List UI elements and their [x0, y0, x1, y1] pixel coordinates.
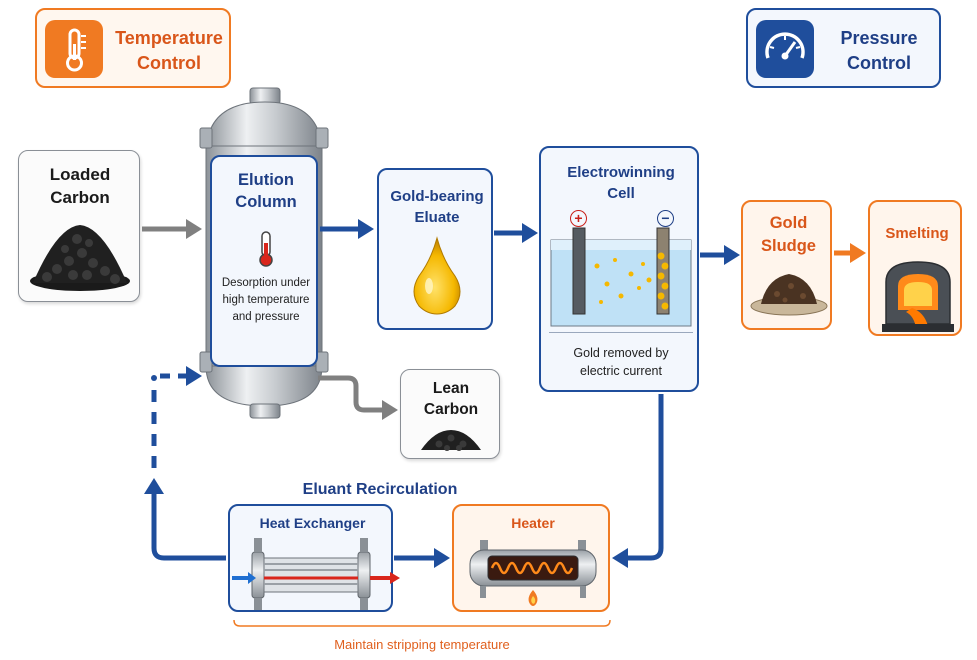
loaded-carbon-label-1: Loaded [49, 165, 111, 184]
electrowinning-desc-1: Gold removed by [573, 346, 669, 360]
elution-desc-3: and pressure [232, 311, 300, 323]
furnace-icon [882, 261, 954, 332]
recirculation-title: Eluant Recirculation [302, 481, 458, 498]
thermometer-icon [259, 231, 273, 267]
smelting-label: Smelting [885, 225, 949, 242]
loaded-carbon-box: Loaded Carbon [18, 150, 140, 302]
temperature-control-label-1: Temperature [115, 28, 223, 48]
arrow-eluate-to-cell [494, 223, 538, 243]
elution-column-label-2: Column [235, 193, 297, 211]
gold-eluate-box: Gold-bearing Eluate [377, 168, 493, 330]
lean-carbon-label-2: Carbon [423, 401, 479, 418]
plus-symbol: + [574, 210, 583, 226]
cathode-minus-icon: − [657, 210, 674, 227]
minus-symbol: − [661, 210, 670, 226]
shell-tube-exchanger-icon [232, 538, 400, 610]
arrow-exchanger-to-heater [394, 548, 450, 568]
electric-heater-icon [469, 540, 597, 606]
elution-desc-1: Desorption under [221, 277, 311, 289]
electrowinning-label-1: Electrowinning [567, 164, 675, 181]
sludge-dish-icon [750, 274, 828, 316]
temperature-control-label-2: Control [137, 53, 201, 73]
pressure-control-panel: Pressure Control [746, 8, 941, 88]
elution-column-label-1: Elution [238, 171, 294, 189]
temperature-control-panel: Temperature Control [35, 8, 231, 88]
anode-plus-icon: + [570, 210, 587, 227]
lean-carbon-box: Lean Carbon [400, 369, 500, 459]
heat-exchanger-label: Heat Exchanger [259, 515, 366, 531]
elution-column-box: Elution Column Desorption under high tem… [210, 155, 318, 367]
electrowinning-desc-2: electric current [580, 364, 662, 378]
heat-exchanger-box: Heat Exchanger [228, 504, 400, 612]
pressure-control-label-2: Control [847, 53, 911, 73]
gold-sludge-label-1: Gold [769, 214, 808, 232]
arrow-recirculation-return [144, 366, 226, 561]
arrow-sludge-to-smelting [834, 243, 866, 263]
eluate-label-2: Eluate [414, 209, 460, 226]
cell-divider [549, 332, 693, 333]
arrow-cell-to-sludge [700, 245, 740, 265]
lean-carbon-label-1: Lean [432, 380, 470, 397]
heater-box: Heater [452, 504, 610, 612]
thermometer-icon [45, 20, 103, 78]
arrow-column-to-eluate [320, 219, 374, 239]
elution-desc-2: high temperature [222, 294, 310, 306]
electrolysis-tank-icon [550, 227, 692, 327]
smelting-box: Smelting [868, 200, 962, 336]
loaded-carbon-label-2: Carbon [50, 188, 110, 207]
electrowinning-label-2: Cell [607, 185, 635, 202]
footer-bracket [233, 619, 611, 627]
carbon-pile-icon [30, 225, 130, 291]
arrow-column-to-lean [318, 375, 398, 420]
pressure-control-label-1: Pressure [840, 28, 918, 48]
heater-label: Heater [511, 515, 555, 531]
gauge-icon [756, 20, 814, 78]
gold-droplet-icon [413, 236, 461, 315]
arrow-loaded-to-column [142, 219, 202, 239]
gold-sludge-box: Gold Sludge [741, 200, 832, 330]
eluate-label-1: Gold-bearing [390, 188, 484, 205]
lean-carbon-pile-icon [421, 430, 481, 451]
electrowinning-cell-box: Electrowinning Cell + − Gold removed by … [539, 146, 699, 392]
gold-sludge-label-2: Sludge [760, 237, 816, 255]
arrow-cell-to-heater [612, 394, 664, 568]
footer-label: Maintain stripping temperature [334, 637, 510, 652]
